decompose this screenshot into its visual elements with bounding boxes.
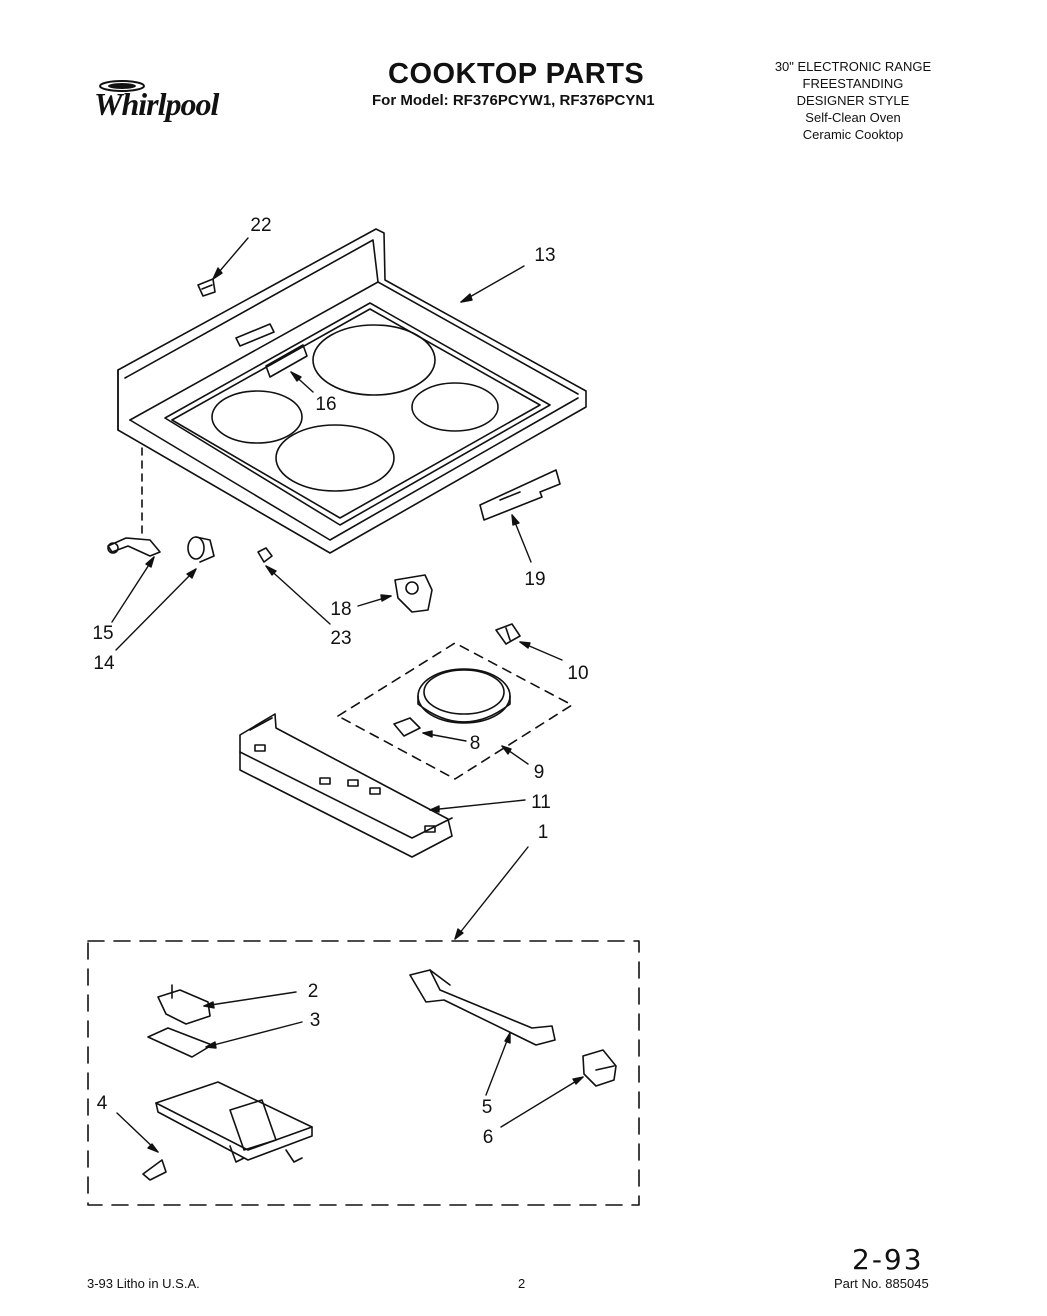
callout-2: 2 <box>307 981 319 1002</box>
model-line: For Model: RF376PCYW1, RF376PCYN1 <box>372 92 655 109</box>
clip-4 <box>142 1159 167 1181</box>
callout-10: 10 <box>567 663 589 684</box>
switch-2 <box>157 984 211 1025</box>
limiter-8 <box>393 717 421 737</box>
logo-swoosh-icon <box>99 80 145 92</box>
bracket-19 <box>479 469 561 521</box>
whirlpool-logo: Whirlpool <box>88 72 248 132</box>
callout-14: 14 <box>93 653 115 674</box>
control-window-16 <box>265 344 308 378</box>
callout-15: 15 <box>92 623 114 644</box>
brand-name: Whirlpool <box>94 86 219 122</box>
callout-18: 18 <box>330 599 352 620</box>
callout-11: 11 <box>531 792 551 813</box>
element-kit-9 <box>337 642 573 780</box>
clip-22 <box>197 278 216 297</box>
callout-1: 1 <box>537 822 549 843</box>
callout-23: 23 <box>330 628 352 649</box>
callout-3: 3 <box>309 1010 321 1031</box>
page-title: COOKTOP PARTS <box>388 58 645 90</box>
callout-9: 9 <box>533 762 545 783</box>
clip-23 <box>257 547 273 563</box>
spec-line: DESIGNER STYLE <box>796 93 910 108</box>
small-burner-rear-right <box>411 382 499 432</box>
knob-14 <box>187 536 215 563</box>
page-number: 2 <box>518 1276 526 1291</box>
callout-8: 8 <box>469 733 481 754</box>
large-burner-front <box>275 424 395 492</box>
support-channel-11 <box>239 713 453 858</box>
spec-block: 30" ELECTRONIC RANGE FREESTANDING DESIGN… <box>748 58 958 143</box>
callout-6: 6 <box>482 1127 494 1148</box>
radiant-element <box>417 668 511 724</box>
footer-litho: 3-93 Litho in U.S.A. <box>87 1276 200 1291</box>
switch-18 <box>394 574 433 613</box>
display-window <box>235 323 275 347</box>
cooktop-assembly <box>117 228 587 554</box>
block-6 <box>582 1049 617 1087</box>
callout-13: 13 <box>534 245 556 266</box>
spec-line: Self-Clean Oven <box>805 110 901 125</box>
bracket-5 <box>409 969 556 1046</box>
spec-line: 30" ELECTRONIC RANGE <box>774 59 932 74</box>
callout-16: 16 <box>315 394 337 415</box>
spec-line: Ceramic Cooktop <box>802 127 904 142</box>
large-burner-rear <box>312 324 436 396</box>
callout-4: 4 <box>96 1093 108 1114</box>
part-number: Part No. 885045 <box>834 1276 929 1291</box>
clip-10 <box>495 623 521 645</box>
sensor-15 <box>107 537 161 557</box>
insulator-3 <box>147 1027 213 1058</box>
callout-19: 19 <box>524 569 546 590</box>
small-burner-front-left <box>211 390 303 444</box>
handwritten-date: 2-93 <box>852 1243 924 1276</box>
control-plate <box>155 1081 313 1163</box>
callout-5: 5 <box>481 1097 493 1118</box>
spec-line: FREESTANDING <box>802 76 904 91</box>
leader-arrows <box>111 237 584 1153</box>
kit-1-dashed-box <box>87 940 640 1206</box>
callout-22: 22 <box>250 215 272 236</box>
